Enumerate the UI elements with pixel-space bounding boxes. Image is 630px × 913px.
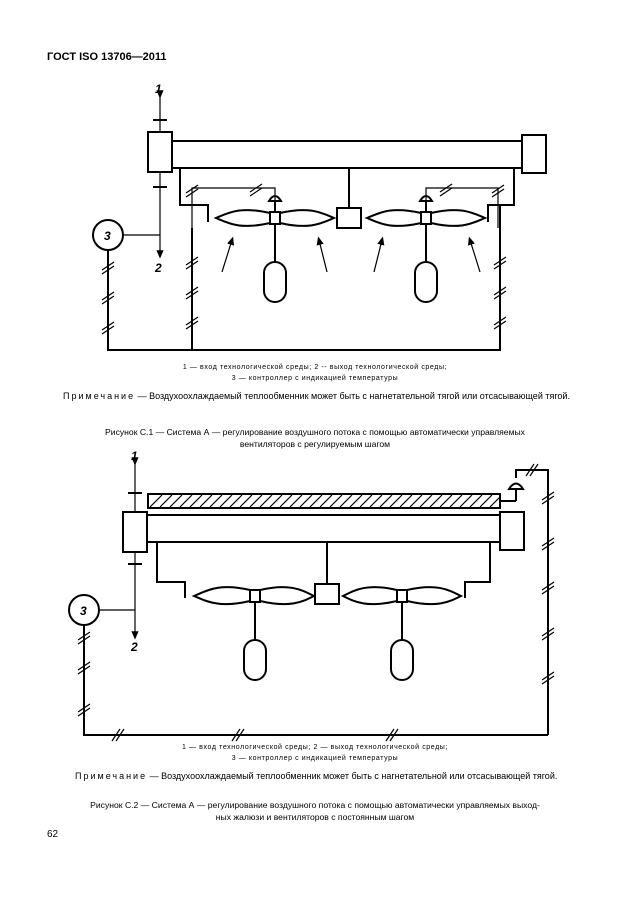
- fig2-tube-bundle: [146, 514, 501, 543]
- fig2-note-text: — Воздухоохлаждаемый теплообменник может…: [147, 771, 558, 781]
- fig1-legend-line-1: 1 — вход технологической среды; 2 -- вых…: [182, 364, 448, 371]
- fig1-caption-line-2: вентиляторов с регулируемым шагом: [239, 439, 391, 449]
- page-number: 62: [47, 829, 59, 840]
- figure-1-diagram: 1 2 3: [92, 82, 547, 351]
- fig2-return-header: [499, 511, 525, 551]
- fig2-label-inlet: 1: [131, 449, 138, 463]
- fig2-label-controller: 3: [80, 604, 87, 618]
- fig1-note-text: — Воздухоохлаждаемый теплообменник может…: [135, 391, 570, 401]
- fig1-label-inlet: 1: [155, 82, 162, 96]
- fig2-center-support: [314, 583, 340, 605]
- fig2-caption-line-2: ных жалюзи и вентиляторов с постоянным ш…: [215, 812, 415, 822]
- fig2-fan-left: [191, 586, 317, 681]
- fig1-note: Примечание — Воздухоохлаждаемый теплообм…: [55, 390, 577, 402]
- fig2-louver-actuator: [507, 482, 525, 490]
- fig2-legend-line-2: 3 — контроллер с индикацией температуры: [231, 755, 399, 762]
- fig2-note: Примечание — Воздухоохлаждаемый теплообм…: [55, 770, 577, 782]
- fig2-caption-line-1: Рисунок С.2 — Система А — регулирование …: [90, 800, 540, 810]
- fig1-return-header: [521, 134, 547, 174]
- fig1-label-outlet: 2: [154, 261, 162, 275]
- figure-2-diagram: 1: [68, 449, 555, 742]
- fig1-note-lead: Примечание: [63, 391, 136, 401]
- fig2-fan-right: [340, 586, 464, 681]
- fig1-inlet-header: [147, 131, 173, 173]
- fig2-legend-line-1: 1 — вход технологической среды; 2 — выхо…: [182, 744, 448, 751]
- fig1-fan-right: [364, 209, 488, 303]
- fig1-center-support: [336, 207, 362, 229]
- fig1-tube-bundle: [171, 140, 523, 169]
- fig2-label-outlet: 2: [130, 640, 138, 654]
- fig1-caption-line-1: Рисунок С.1 — Система А — регулирование …: [105, 427, 525, 437]
- fig2-note-lead: Примечание: [75, 771, 148, 781]
- fig1-legend-line-2: 3 — контроллер с индикацией температуры: [231, 375, 399, 382]
- fig1-fan-left: [213, 209, 337, 303]
- fig2-inlet-header: [122, 511, 148, 553]
- document-header: ГОСТ ISO 13706—2011: [47, 51, 167, 63]
- fig1-label-controller: 3: [104, 229, 111, 243]
